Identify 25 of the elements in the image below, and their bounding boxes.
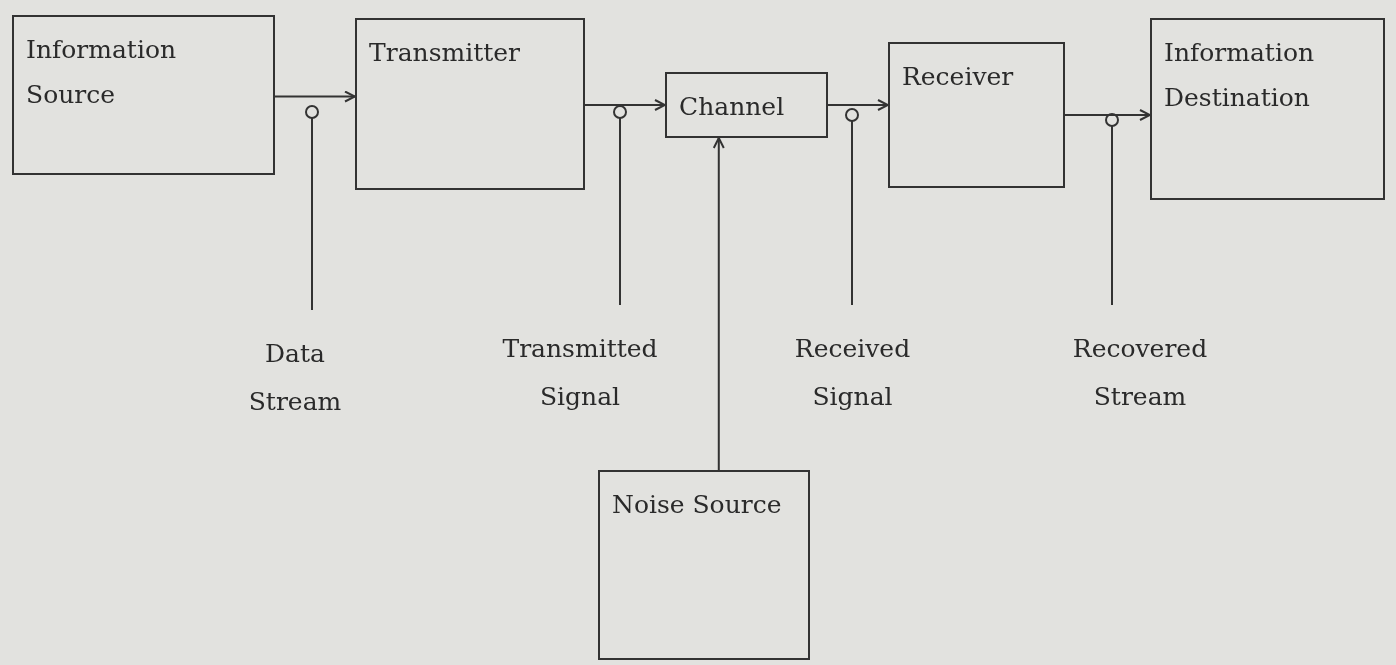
signal-label: Transmitted Signal bbox=[501, 333, 659, 413]
process-box bbox=[12, 15, 275, 175]
signal-label: Data Stream bbox=[247, 338, 343, 418]
box-label: Receiver bbox=[902, 61, 1015, 93]
leader-line bbox=[845, 108, 859, 306]
box-label: Transmitter bbox=[369, 37, 521, 69]
process-box bbox=[598, 470, 810, 660]
process-box bbox=[1150, 18, 1385, 200]
box-label: Information Destination bbox=[1164, 37, 1316, 114]
arrow bbox=[274, 90, 356, 103]
arrow bbox=[584, 99, 666, 111]
process-box bbox=[665, 72, 828, 138]
signal-label: Received Signal bbox=[793, 333, 912, 413]
box-label: Channel bbox=[679, 91, 786, 123]
box-label: Noise Source bbox=[612, 489, 783, 521]
leader-line bbox=[613, 105, 627, 306]
process-box bbox=[355, 18, 585, 190]
arrow bbox=[827, 99, 889, 111]
arrow bbox=[1064, 109, 1151, 121]
leader-line bbox=[305, 105, 319, 311]
arrow bbox=[712, 137, 725, 471]
process-box bbox=[888, 42, 1065, 188]
box-label: Information Source bbox=[26, 34, 178, 111]
signal-label: Recovered Stream bbox=[1071, 333, 1209, 413]
leader-line bbox=[1105, 113, 1119, 306]
